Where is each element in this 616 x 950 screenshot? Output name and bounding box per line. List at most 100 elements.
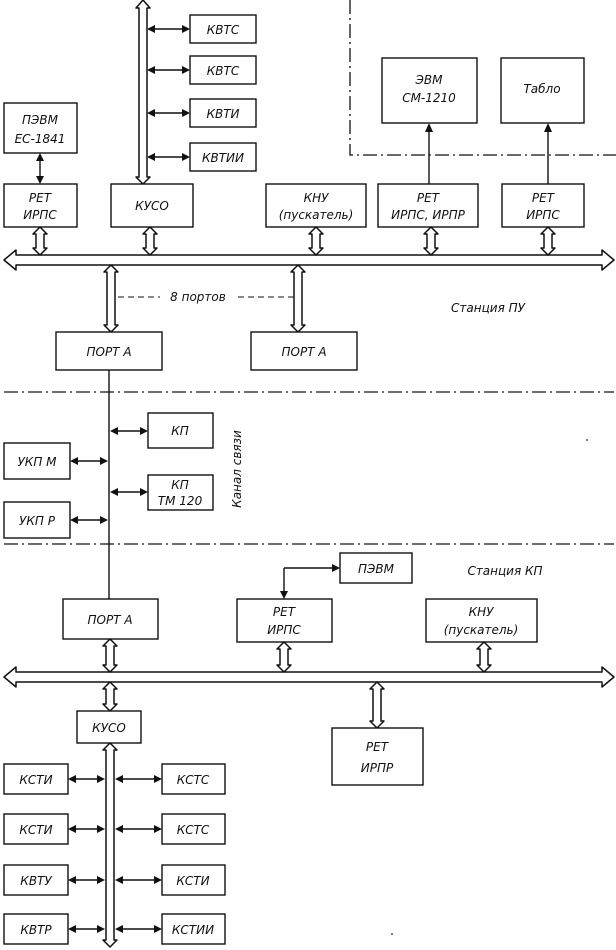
kp-tm120-line2: ТМ 120	[158, 494, 203, 508]
left-module-box-2: КСТИ	[3, 813, 69, 845]
ret-irps-left-box: РЕТ ИРПС	[3, 183, 78, 228]
knu-upper-line1: КНУ	[304, 191, 330, 205]
knu-lower-line2: (пускатель)	[444, 623, 519, 637]
ret-irps-irpr-line1: РЕТ	[417, 191, 441, 205]
right-module-connector-2	[115, 825, 162, 833]
ret-irps-lower-line1: РЕТ	[273, 605, 297, 619]
lower-module-columns: КСТИ КСТС КСТИ КСТС КВТУ КСТИ КВТР КСТИИ	[3, 763, 226, 945]
left-module-connector-1	[68, 775, 105, 783]
right-module-label-2: КСТС	[177, 823, 210, 837]
left-module-label-1: КСТИ	[19, 773, 52, 787]
ret-irps-left-line2: ИРПС	[23, 208, 57, 222]
evm-sm1210-line1: ЭВМ	[415, 73, 444, 87]
pevm-lower-box: ПЭВМ	[339, 552, 413, 584]
tablo-box: Табло	[500, 57, 585, 124]
right-module-box-1: КСТС	[161, 763, 226, 795]
ret-irps-lower-box: РЕТ ИРПС	[236, 598, 333, 643]
right-module-connector-3	[115, 876, 162, 884]
kvt-connectors	[147, 25, 190, 161]
right-module-box-3: КСТИ	[161, 864, 226, 896]
evm-ret-link	[425, 123, 433, 184]
station-kp-label: Станция КП	[467, 564, 542, 578]
pevm-es1841-line1: ПЭВМ	[22, 113, 59, 127]
ret-irpr-line2: ИРПР	[361, 761, 394, 775]
channel-taps	[70, 427, 148, 524]
pevm-lower-label: ПЭВМ	[358, 562, 395, 576]
upper-main-bus	[3, 249, 615, 271]
kuso-upper-vertical-bus	[135, 0, 151, 185]
pevm-es1841-line2: ЕС-1841	[15, 132, 66, 146]
evm-sm1210-line2: СМ-1210	[402, 91, 456, 105]
kuso-lower-box: КУСО	[76, 710, 142, 744]
tablo-label: Табло	[523, 82, 560, 96]
ret-irpr-box: РЕТ ИРПР	[331, 727, 424, 786]
kvti-box: КВТИ	[189, 98, 257, 128]
pevm-es1841-box: ПЭВМ ЕС-1841	[3, 102, 78, 154]
channel-label: Канал связи	[230, 430, 244, 508]
right-module-label-4: КСТИИ	[172, 923, 214, 937]
left-module-connector-3	[68, 876, 105, 884]
ukp-m-label: УКП М	[17, 455, 57, 469]
kvts-label-2: КВТС	[207, 64, 240, 78]
right-module-box-4: КСТИИ	[161, 913, 226, 945]
right-module-box-2: КСТС	[161, 813, 226, 845]
knu-lower-line1: КНУ	[469, 605, 495, 619]
right-module-connector-1	[115, 775, 162, 783]
ret-irps-irpr-line2: ИРПС, ИРПР	[391, 208, 465, 222]
ukp-r-box: УКП Р	[3, 501, 71, 539]
kuso-lower-vertical-bus	[102, 742, 118, 948]
kuso-lower-label: КУСО	[92, 721, 126, 735]
left-module-label-2: КСТИ	[19, 823, 52, 837]
lower-bus-taps	[102, 638, 492, 729]
right-module-label-3: КСТИ	[176, 874, 209, 888]
station-pu-frame	[349, 0, 616, 156]
ret-irps-left-line1: РЕТ	[29, 191, 53, 205]
kvts-box-2: КВТС	[189, 55, 257, 85]
knu-lower-box: КНУ (пускатель)	[425, 598, 538, 643]
kvti-label: КВТИ	[206, 107, 239, 121]
kvts-box-1: КВТС	[189, 14, 257, 44]
upper-bus-taps	[32, 226, 556, 333]
kp-label: КП	[171, 424, 189, 438]
left-module-box-1: КСТИ	[3, 763, 69, 795]
ret-irps-lower-line2: ИРПС	[267, 623, 301, 637]
left-module-label-3: КВТУ	[20, 874, 52, 888]
lower-main-bus	[3, 666, 615, 688]
left-module-connector-2	[68, 825, 105, 833]
right-module-connector-4	[115, 925, 162, 933]
evm-sm1210-box: ЭВМ СМ-1210	[381, 57, 478, 124]
kp-tm120-line1: КП	[171, 478, 189, 492]
ports-note: 8 портов	[170, 290, 226, 304]
port-a-upper-right-box: ПОРТ А	[250, 331, 358, 371]
kuso-upper-label: КУСО	[135, 199, 169, 213]
left-module-connector-4	[68, 925, 105, 933]
ret-irps-right-line1: РЕТ	[532, 191, 556, 205]
left-module-box-4: КВТР	[3, 913, 69, 945]
kp-tm120-box: КП ТМ 120	[147, 474, 214, 511]
knu-upper-box: КНУ (пускатель)	[265, 183, 367, 228]
port-a-lower-box: ПОРТ А	[62, 598, 159, 640]
kuso-upper-box: КУСО	[110, 183, 194, 228]
left-module-box-3: КВТУ	[3, 864, 69, 896]
ukp-r-label: УКП Р	[19, 514, 56, 528]
port-a-lower-label: ПОРТ А	[87, 613, 132, 627]
pevm-lower-link	[280, 564, 340, 599]
tablo-ret-link	[544, 123, 552, 184]
left-module-label-4: КВТР	[20, 923, 52, 937]
ret-irps-right-box: РЕТ ИРПС	[501, 183, 585, 228]
station-pu-label: Станция ПУ	[451, 301, 526, 315]
decor-dots	[391, 439, 588, 935]
port-a-upper-left-label: ПОРТ А	[86, 345, 131, 359]
ret-irpr-line1: РЕТ	[366, 740, 390, 754]
kvtii-box: КВТИИ	[189, 142, 257, 172]
pevm-ret-link	[36, 153, 44, 184]
ret-irps-irpr-box: РЕТ ИРПС, ИРПР	[377, 183, 479, 228]
kp-box: КП	[147, 412, 214, 449]
kvtii-label: КВТИИ	[202, 151, 244, 165]
ukp-m-box: УКП М	[3, 442, 71, 480]
kvts-label-1: КВТС	[207, 23, 240, 37]
knu-upper-line2: (пускатель)	[279, 208, 354, 222]
ret-irps-right-line2: ИРПС	[526, 208, 560, 222]
port-a-upper-left-box: ПОРТ А	[55, 331, 163, 371]
port-a-upper-right-label: ПОРТ А	[281, 345, 326, 359]
